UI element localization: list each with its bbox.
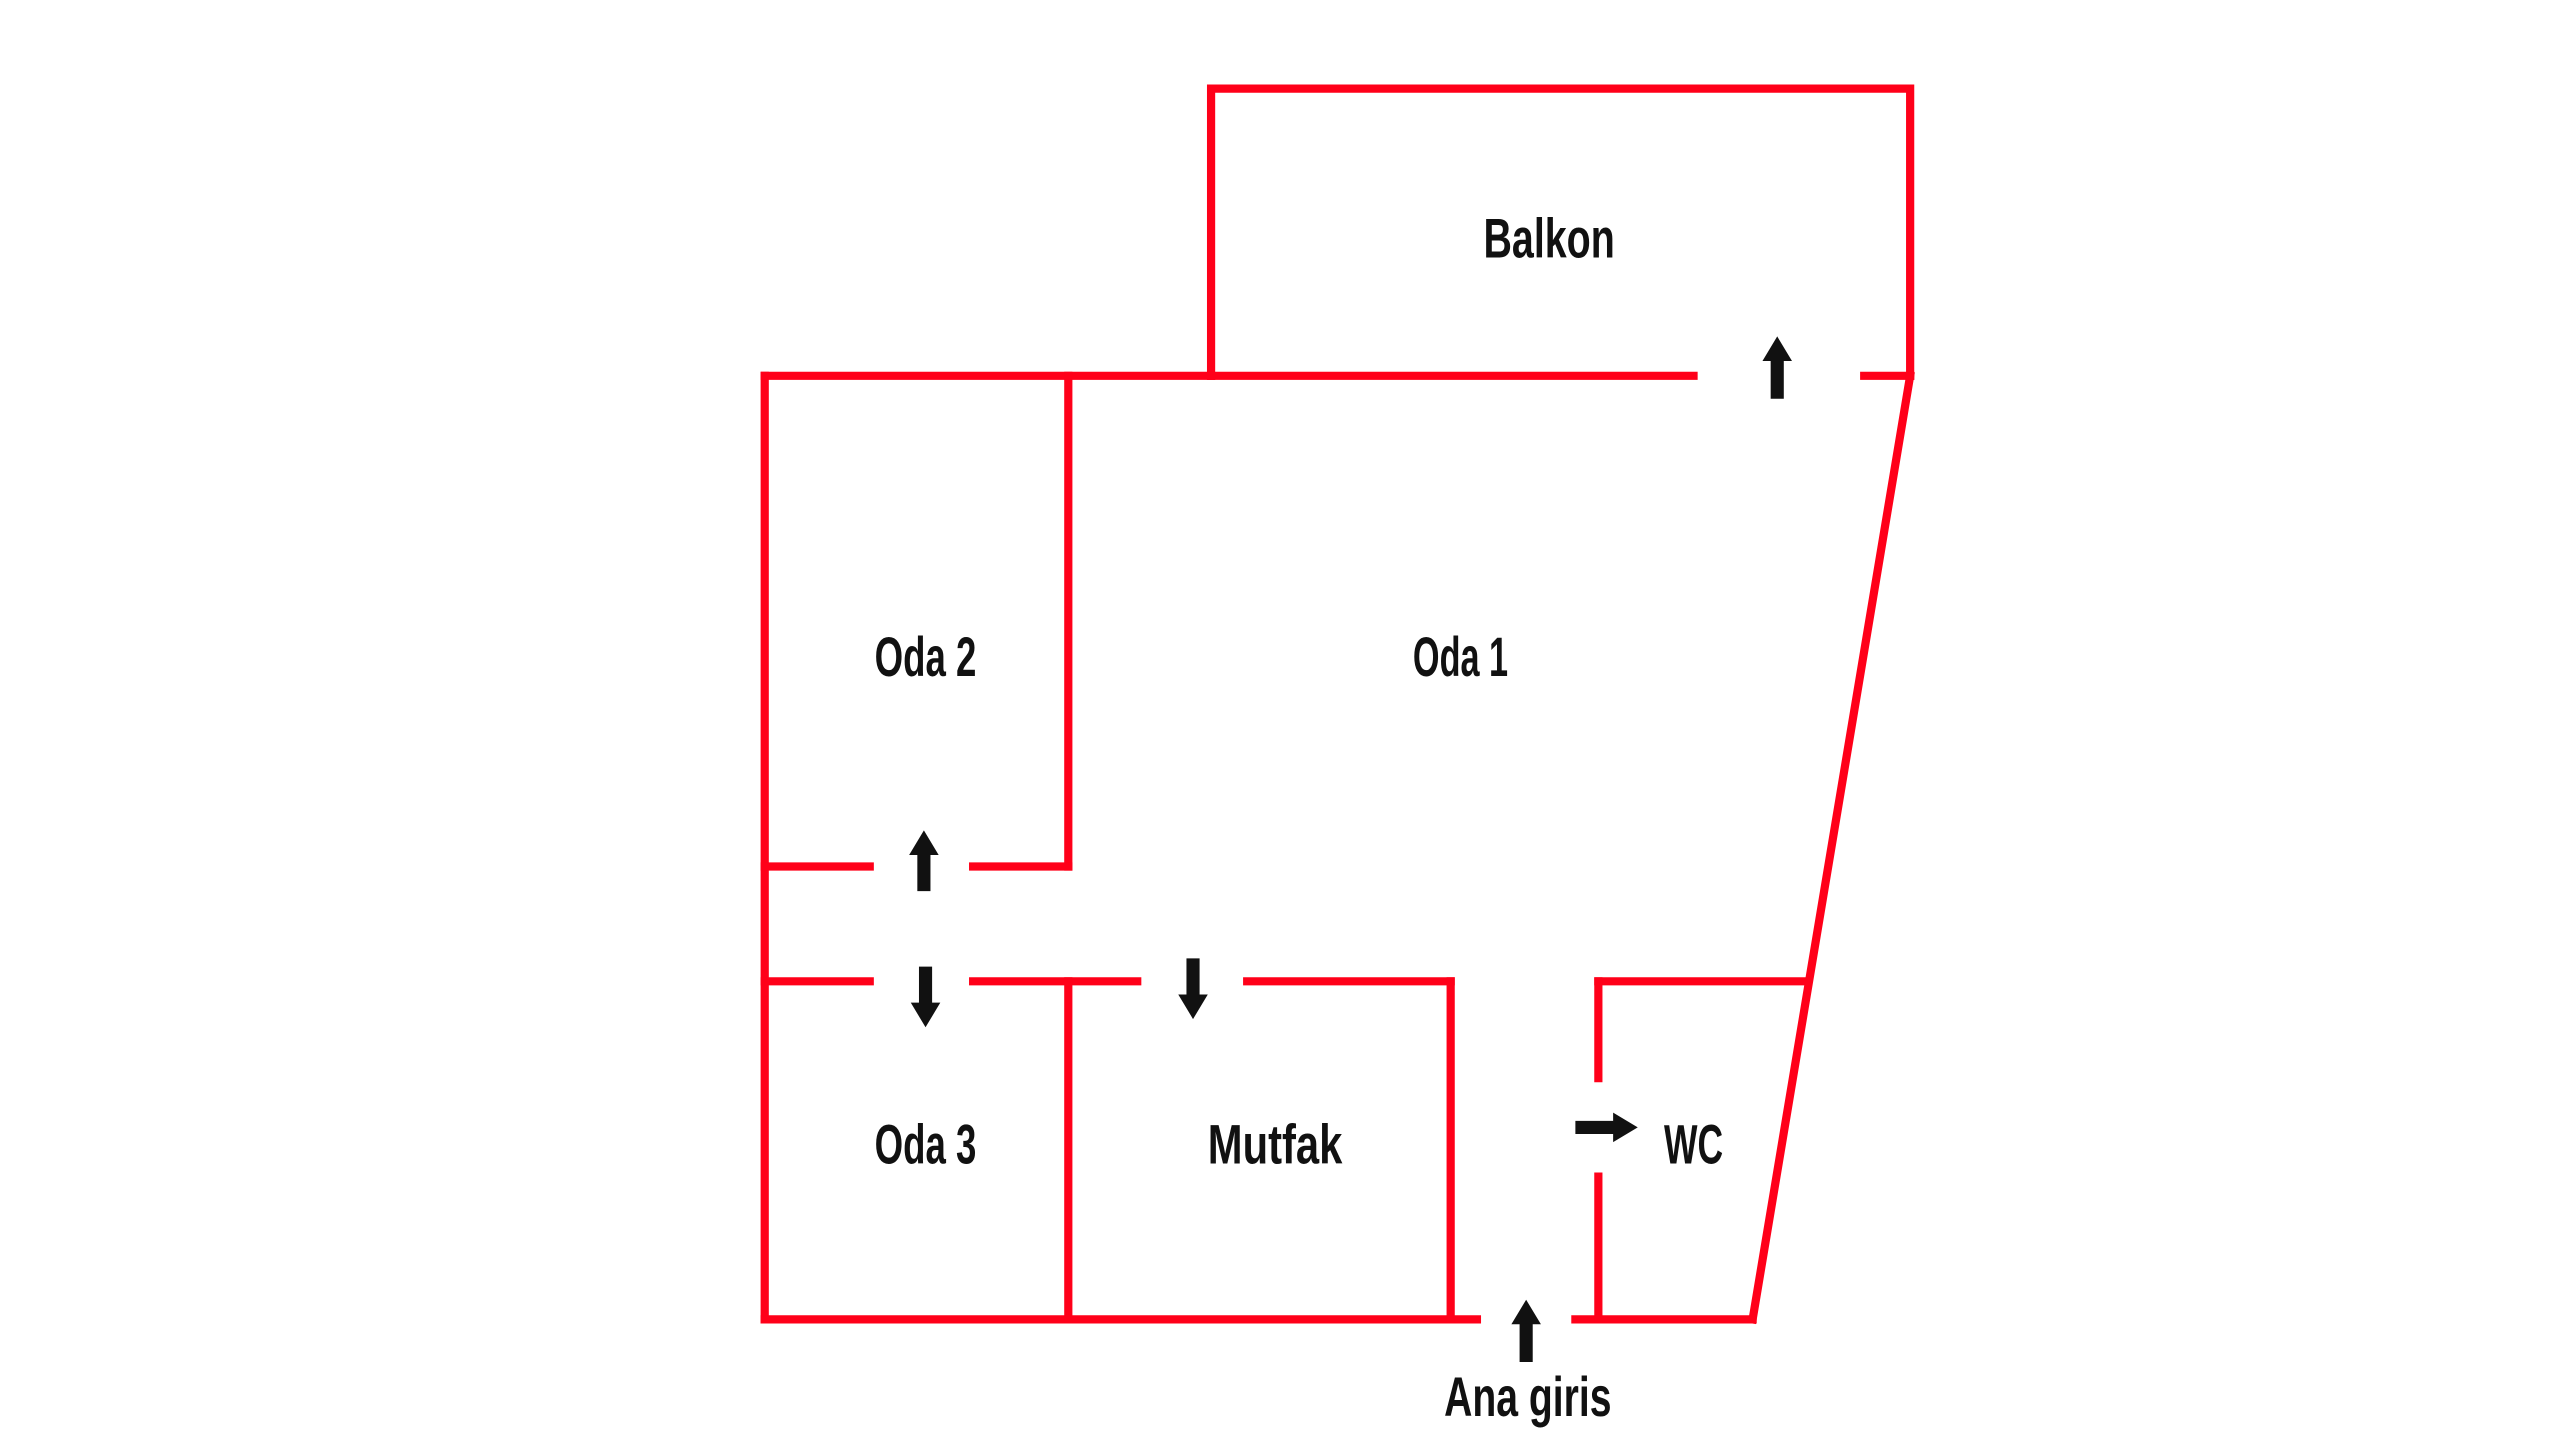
balkon-walls: [1206, 84, 1915, 380]
room-label-oda2: Oda 2: [875, 625, 977, 688]
outer-slanted-wall: [1747, 371, 1915, 1325]
arrow-up-icon: [1511, 1299, 1541, 1363]
door-arrows: [909, 336, 1792, 1363]
arrow-down-icon: [1178, 958, 1208, 1020]
arrow-up-icon: [909, 830, 939, 892]
arrow-right-icon: [1575, 1112, 1638, 1143]
arrow-up-icon: [1762, 336, 1792, 399]
entrance-label: Ana giris: [1444, 1365, 1611, 1428]
walls: [760, 84, 1915, 1325]
room-label-balkon: Balkon: [1483, 207, 1614, 270]
room-label-oda3: Oda 3: [875, 1112, 977, 1175]
room-label-mutfak: Mutfak: [1208, 1112, 1343, 1175]
arrow-down-icon: [910, 966, 941, 1028]
labels: Balkon Oda 2 Oda 1 Oda 3 Mutfak WC Ana g…: [875, 207, 1723, 1429]
room-label-oda1: Oda 1: [1413, 625, 1508, 688]
room-label-wc: WC: [1664, 1112, 1723, 1175]
